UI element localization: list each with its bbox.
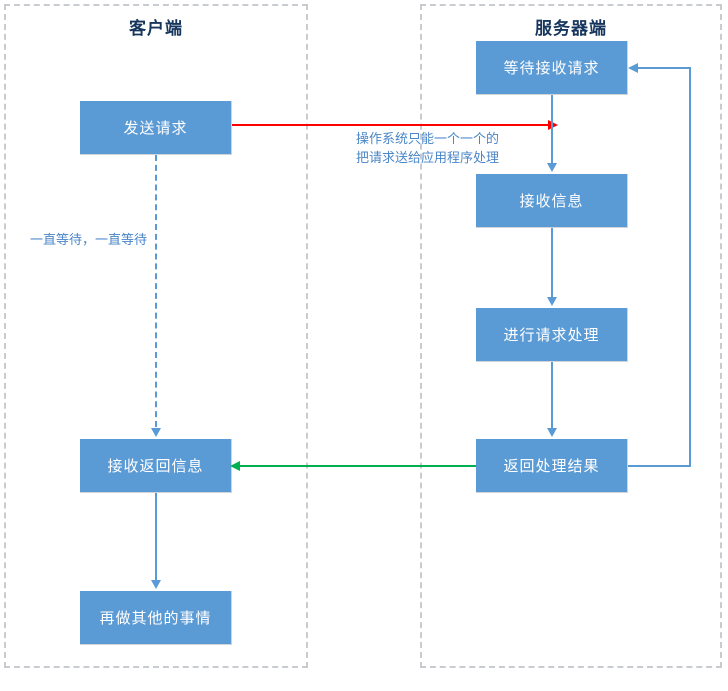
lane-server-title: 服务器端 [535,19,607,38]
connector-result-green-arrowhead [230,461,240,471]
node-return-result[interactable]: 返回处理结果 [476,439,628,493]
connector-receive-to-process [551,228,553,299]
lane-server: 服务器端 [420,4,722,668]
connector-client-waiting-dashed [155,155,157,427]
node-wait-for-request[interactable]: 等待接收请求 [476,41,628,95]
node-do-other-things[interactable]: 再做其他的事情 [80,591,232,645]
node-receive-response[interactable]: 接收返回信息 [80,439,232,493]
label-os-note-line2: 把请求送给应用程序处理 [356,150,500,165]
label-os-note-line1: 操作系统只能一个一个的 [356,131,500,146]
connector-process-to-return-arrowhead [547,428,557,437]
connector-loop-bottom-segment [628,465,691,467]
connector-loop-right-segment [689,67,691,466]
connector-wait-to-receive-arrowhead [547,163,557,172]
node-process-request[interactable]: 进行请求处理 [476,308,628,362]
node-receive-message[interactable]: 接收信息 [476,174,628,228]
connector-receive-to-process-arrowhead [547,297,557,306]
connector-request-red-line [232,124,556,126]
connector-result-green-line [240,465,476,467]
connector-wait-to-receive [551,95,553,165]
connector-response-to-other-arrowhead [151,580,161,589]
label-client-waiting: 一直等待，一直等待 [30,232,148,247]
node-send-request[interactable]: 发送请求 [80,101,232,155]
connector-process-to-return [551,362,553,430]
connector-loop-top-segment [638,67,690,69]
connector-loop-arrowhead [628,63,638,73]
connector-request-red-arrowhead [548,120,558,130]
lane-client: 客户端 [4,4,308,668]
connector-client-waiting-arrowhead [151,428,161,437]
lane-client-title: 客户端 [129,19,183,38]
connector-response-to-other [155,493,157,582]
